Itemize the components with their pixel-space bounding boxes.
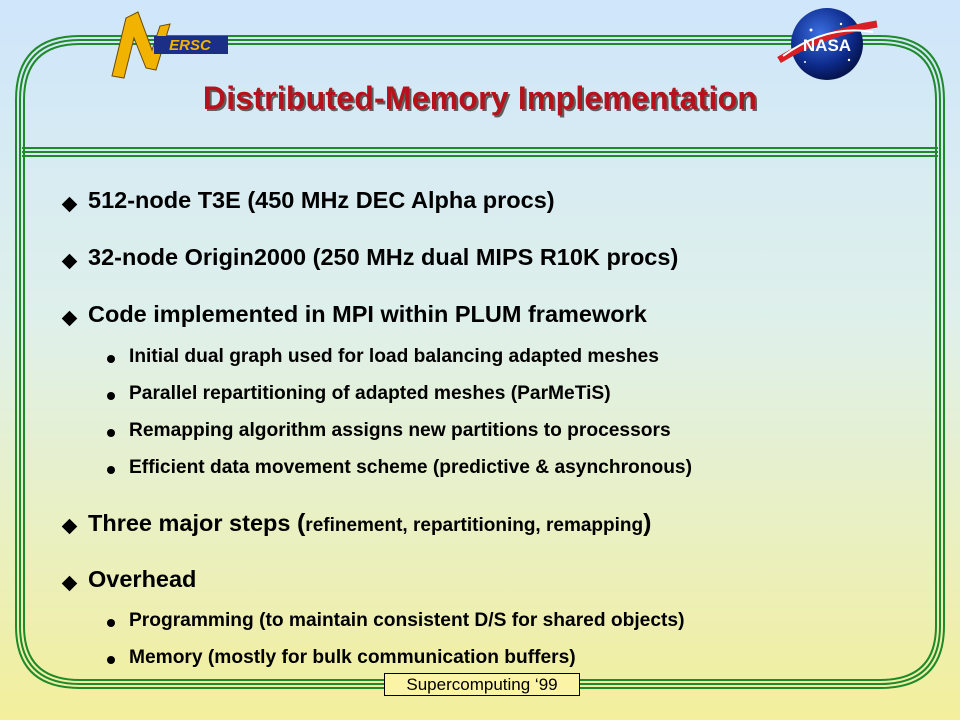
bullet-text-detail: refinement, repartitioning, remapping	[305, 515, 644, 536]
bullet-text-main: Three major steps	[88, 510, 291, 536]
slide-title: Distributed-Memory Implementation	[202, 80, 758, 116]
dot-bullet-icon	[107, 392, 115, 400]
bullet-text: 512-node T3E (450 MHz DEC Alpha procs)	[88, 187, 555, 213]
bullet-text: Three major steps (refinement, repartiti…	[88, 509, 651, 538]
paren-open: (	[296, 509, 306, 537]
sub-bullet-text: Efficient data movement scheme (predicti…	[129, 457, 692, 478]
diamond-bullet-icon	[61, 518, 78, 535]
sub-bullet-text: Memory (mostly for bulk communication bu…	[129, 647, 576, 668]
dot-bullet-icon	[107, 619, 115, 627]
dot-bullet-icon	[107, 656, 115, 664]
sub-bullet-text: Programming (to maintain consistent D/S …	[129, 610, 685, 631]
diamond-bullet-icon	[61, 253, 78, 270]
bullet-text: Overhead	[88, 566, 197, 592]
dot-bullet-icon	[107, 429, 115, 437]
nasa-logo-text: NASA	[803, 36, 851, 55]
sub-bullet-text: Initial dual graph used for load balanci…	[129, 346, 659, 367]
nersc-logo: ERSC	[111, 11, 228, 79]
diamond-bullet-icon	[61, 310, 78, 327]
dot-bullet-icon	[107, 355, 115, 363]
nasa-logo: NASA	[777, 8, 878, 80]
diamond-bullet-icon	[61, 575, 78, 592]
diamond-bullet-icon	[61, 196, 78, 213]
sub-bullet-text: Remapping algorithm assigns new partitio…	[129, 420, 671, 441]
bullet-text: Code implemented in MPI within PLUM fram…	[88, 301, 647, 327]
footer-label: Supercomputing ‘99	[384, 673, 580, 696]
dot-bullet-icon	[107, 466, 115, 474]
paren-close: )	[643, 509, 652, 537]
nersc-logo-text: ERSC	[169, 37, 212, 54]
sub-bullet-text: Parallel repartitioning of adapted meshe…	[129, 383, 611, 404]
bullet-text: 32-node Origin2000 (250 MHz dual MIPS R1…	[88, 244, 679, 270]
